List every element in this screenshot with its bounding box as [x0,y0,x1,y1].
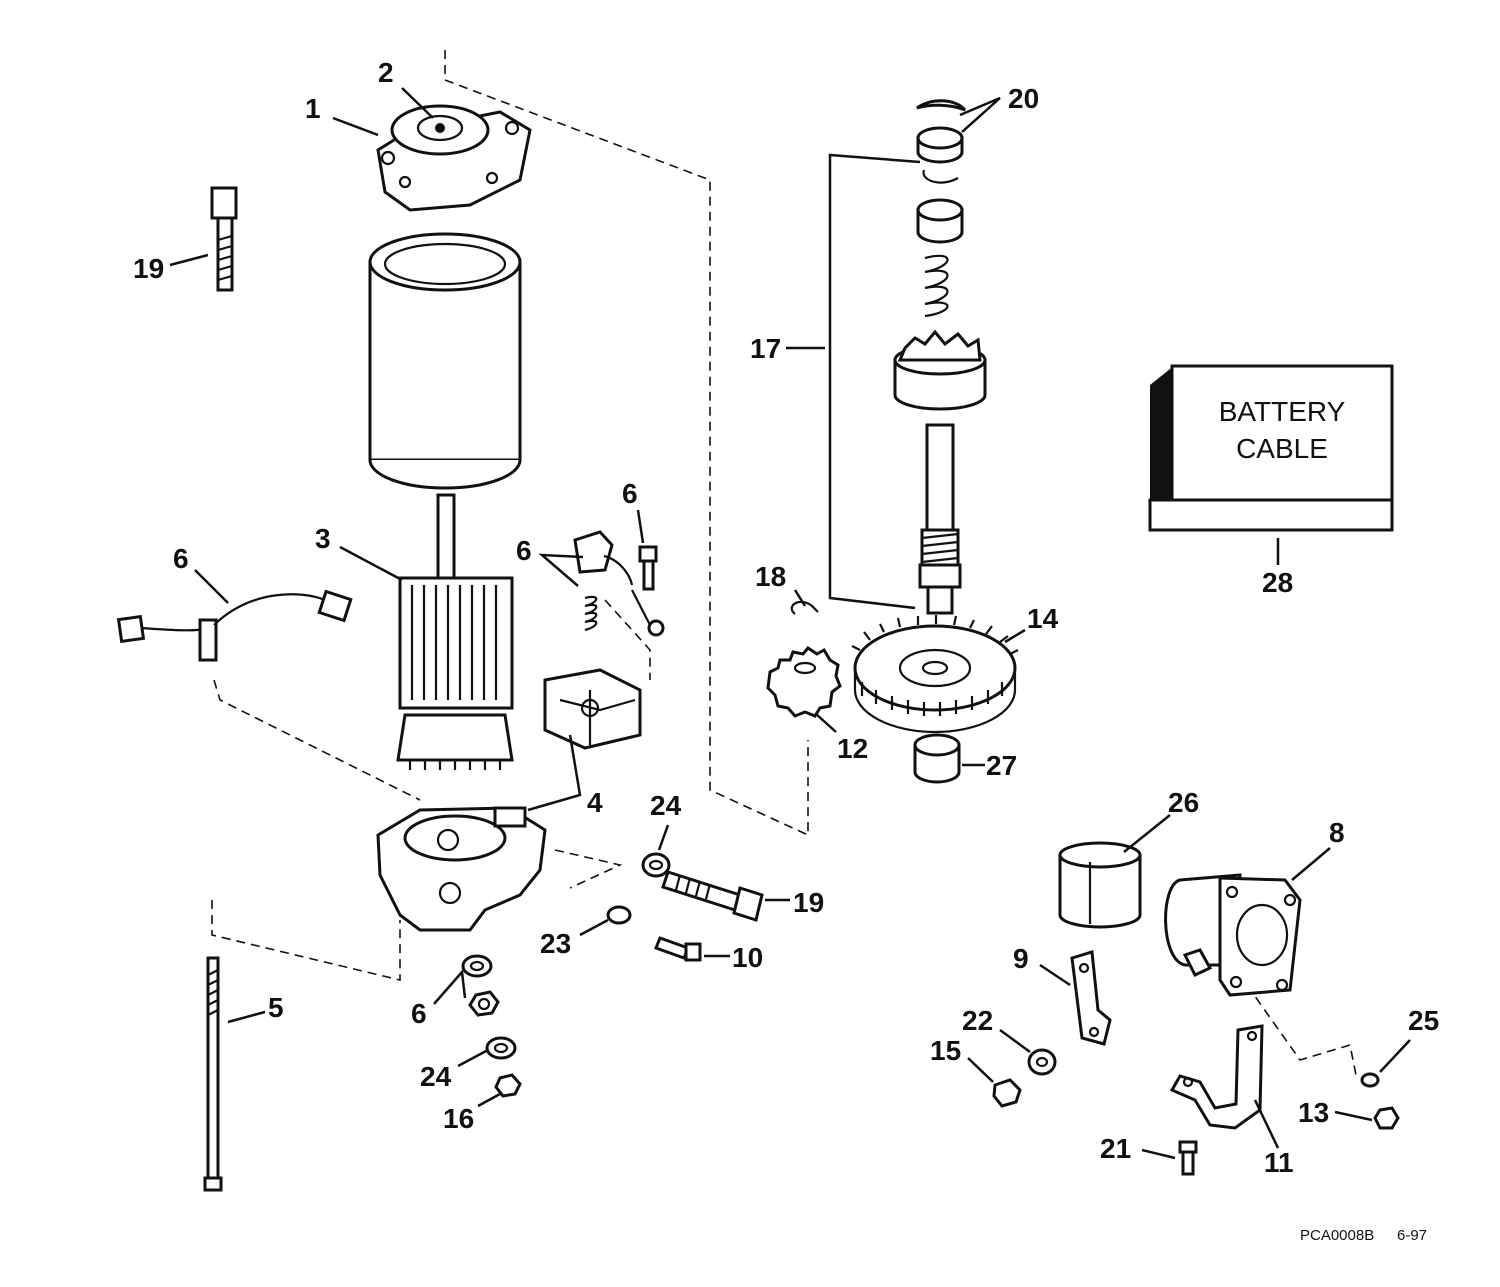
callout-10: 10 [732,942,763,973]
drive-assembly-bracket [828,153,921,610]
brush-spring-screw-part-6 [573,530,665,637]
bushing-part-27 [913,733,961,784]
small-hardware-washers-nuts [461,852,671,1098]
armature-part-3 [396,493,514,770]
callout-17: 17 [750,333,781,364]
callout-11: 11 [1264,1147,1294,1178]
callout-14: 14 [1027,603,1059,634]
drive-assembly-part-17 [893,99,987,615]
leader-lines [169,87,1411,1160]
callout-27: 27 [986,750,1017,781]
callout-4: 4 [587,787,603,818]
callout-20: 20 [1008,83,1039,114]
callout-23: 23 [540,928,571,959]
solenoid-part-8 [1164,873,1302,997]
callout-15: 15 [930,1035,961,1066]
end-cap-part-1 [376,104,532,212]
screw-part-10 [654,936,702,962]
callout-25: 25 [1408,1005,1439,1036]
callout-6-lead: 6 [173,543,189,574]
sleeve-part-26 [1058,841,1142,929]
callout-6-screw: 6 [622,478,638,509]
callout-24-upper: 24 [650,790,682,821]
clip-part-18 [790,600,819,615]
callout-18: 18 [755,561,786,592]
callout-2: 2 [378,57,394,88]
callout-24-lower: 24 [420,1061,452,1092]
callout-19-lower: 19 [793,887,824,918]
battery-cable-box-part-28 [1148,364,1394,532]
callout-16: 16 [443,1103,474,1134]
through-bolt-part-5 [203,956,223,1192]
drawing-code: PCA0008B [1300,1227,1374,1244]
callout-19-upper: 19 [133,253,164,284]
strap-part-9 [1070,950,1112,1046]
brush-holder-part-4 [543,668,642,750]
pinion-gear-part-12 [766,646,842,718]
callout-28: 28 [1262,567,1293,598]
callout-26: 26 [1168,787,1199,818]
callout-21: 21 [1100,1133,1131,1164]
field-frame-housing [368,232,522,490]
drive-end-housing [376,806,547,932]
callout-9: 9 [1013,943,1029,974]
callout-5: 5 [268,992,284,1023]
large-gear-part-14 [851,615,1019,734]
bolt-part-19-upper [210,186,238,292]
bracket-part-11 [1169,1024,1264,1130]
callout-1: 1 [305,93,321,124]
assembly-dashed-lines [211,50,1357,1076]
solenoid-hardware [992,1048,1400,1176]
callout-22: 22 [962,1005,993,1036]
callout-6-washer: 6 [411,998,427,1029]
bolt-part-19-lower [661,870,764,922]
callout-labels: 1 2 19 3 6 6 6 4 5 6 24 16 24 23 19 10 2… [133,57,1439,1178]
battery-box-line-1: BATTERY [1219,396,1346,427]
battery-box-line-2: CABLE [1236,433,1328,464]
callout-8: 8 [1329,817,1345,848]
callout-12: 12 [837,733,868,764]
callout-3: 3 [315,523,331,554]
drawing-date: 6-97 [1397,1227,1427,1244]
callout-6-brush: 6 [516,535,532,566]
brush-lead-wire-part-6 [116,589,353,662]
callout-13: 13 [1298,1097,1329,1128]
